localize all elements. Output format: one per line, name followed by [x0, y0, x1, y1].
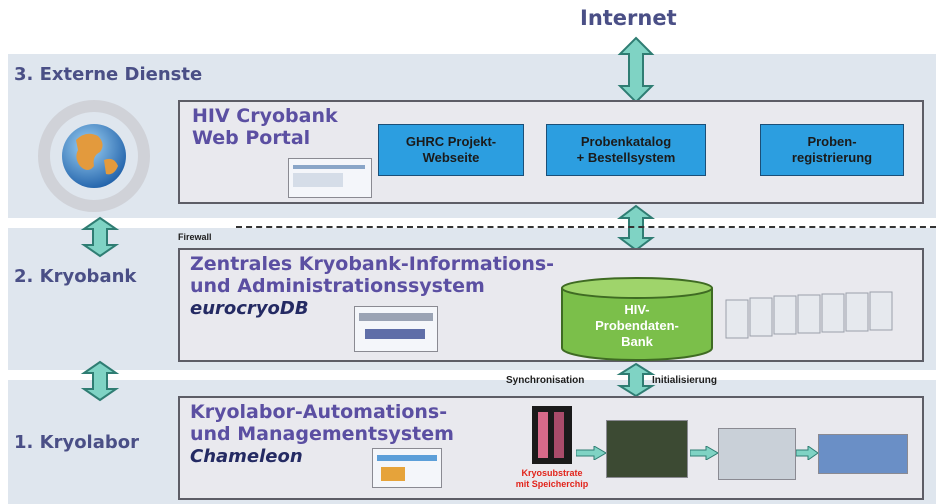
box-probenkatalog: Probenkatalog+ Bestellsystem — [546, 124, 706, 176]
globe-logo — [38, 100, 150, 212]
process-arrow-3 — [796, 446, 818, 460]
arrow-external-to-kryobank — [80, 216, 120, 258]
lab-photo-3 — [818, 434, 908, 474]
box-probenregistrierung: Proben-registrierung — [760, 124, 904, 176]
portal-screenshot-thumbnail — [288, 158, 372, 198]
lab-photo-2 — [718, 428, 796, 480]
caption-line1: Kryosubstrate — [521, 468, 583, 478]
cryosubstrate-caption: Kryosubstrate mit Speicherchip — [496, 468, 608, 490]
arrow-kryobank-to-kryolabor — [616, 362, 656, 398]
database-label-line3: Bank — [621, 334, 653, 349]
box-probenregistrierung-line1: Proben- — [807, 134, 857, 149]
label-kryolabor: 1. Kryolabor — [14, 432, 139, 453]
freezer-array-image — [725, 291, 893, 339]
lab-photo-1 — [606, 420, 688, 478]
portal-title-line2: Web Portal — [192, 127, 311, 149]
caption-line2: mit Speicherchip — [515, 479, 589, 489]
internet-label: Internet — [580, 6, 677, 30]
box-probenregistrierung-line2: registrierung — [791, 150, 873, 165]
box-probenkatalog-line1: Probenkatalog — [580, 134, 672, 149]
arrow-internet-to-portal — [617, 36, 655, 104]
label-kryobank: 2. Kryobank — [14, 266, 137, 287]
chameleon-screenshot-thumbnail — [372, 448, 442, 488]
kryolabor-title-line1: Kryolabor-Automations- — [190, 401, 448, 423]
arrow-kryobank-to-kryolabor-left — [80, 360, 120, 402]
kryolabor-subtitle: Chameleon — [190, 446, 303, 467]
box-ghrc-line2: Webseite — [422, 150, 480, 165]
database-cylinder-icon — [561, 277, 713, 361]
sync-left-label: Synchronisation — [506, 375, 585, 386]
process-arrow-2 — [690, 446, 718, 460]
cryotube-icon — [532, 406, 572, 464]
box-ghrc-line1: GHRC Projekt- — [405, 134, 497, 149]
kryobank-title-line2: und Administrationssystem — [190, 275, 485, 297]
sync-right-label: Initialisierung — [652, 375, 718, 386]
database-label-line1: HIV- — [624, 302, 650, 317]
box-probenkatalog-line2: + Bestellsystem — [576, 150, 676, 165]
arrow-portal-to-kryobank — [617, 204, 655, 252]
kryobank-subtitle: eurocryoDB — [190, 298, 309, 319]
process-arrow-1 — [576, 446, 606, 460]
eurocryodb-screenshot-thumbnail — [354, 306, 438, 352]
database-label: HIV- Probendaten- Bank — [560, 302, 714, 350]
database-label-line2: Probendaten- — [595, 318, 679, 333]
portal-title-line1: HIV Cryobank — [192, 105, 338, 127]
firewall-label: Firewall — [178, 232, 212, 242]
kryobank-title-line1: Zentrales Kryobank-Informations- — [190, 253, 555, 275]
box-ghrc-webseite: GHRC Projekt-Webseite — [378, 124, 524, 176]
firewall-line — [236, 226, 936, 228]
label-external-services: 3. Externe Dienste — [14, 64, 203, 85]
kryolabor-title-line2: und Managementsystem — [190, 423, 454, 445]
